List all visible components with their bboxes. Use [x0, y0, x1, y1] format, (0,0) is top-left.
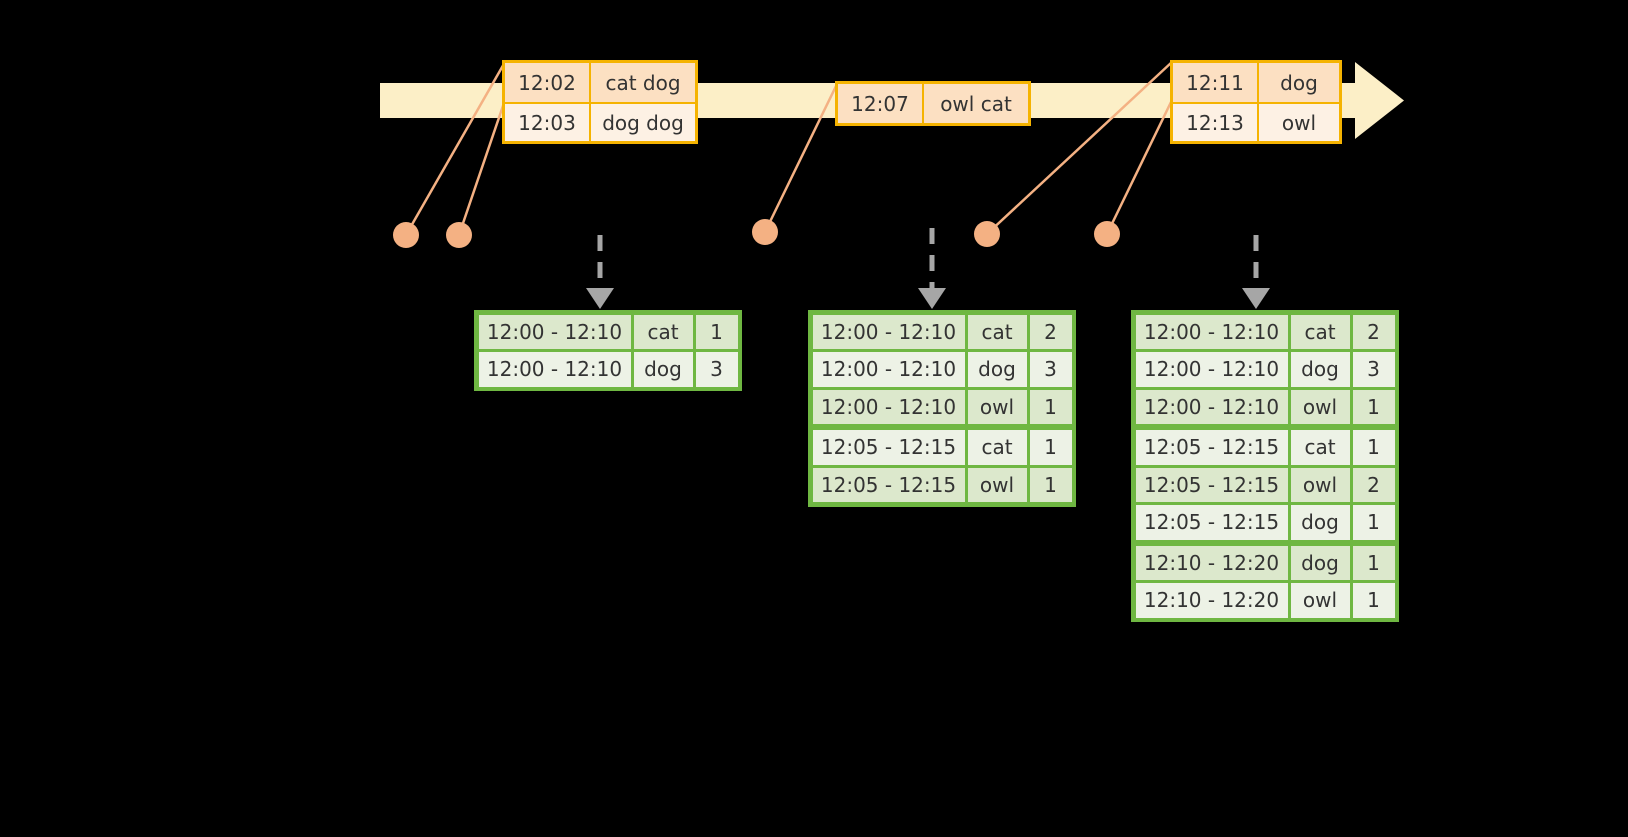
connector-line-2	[457, 99, 507, 236]
cell-window: 12:00 - 12:10	[812, 314, 965, 349]
cell-count: 2	[1352, 467, 1395, 502]
cell-count: 1	[1352, 430, 1395, 465]
cell-count: 3	[1029, 352, 1072, 387]
window-group-separator	[1134, 541, 1396, 544]
cell-window: 12:00 - 12:10	[812, 352, 965, 387]
cell-window: 12:05 - 12:15	[1135, 467, 1288, 502]
emit-arrow-3-head	[1242, 288, 1270, 309]
cell-window: 12:05 - 12:15	[812, 430, 965, 465]
event-row: 12:03 dog dog	[505, 102, 695, 141]
cell-key: cat	[967, 314, 1027, 349]
event-time: 12:13	[1173, 104, 1259, 141]
cell-window: 12:00 - 12:10	[1135, 389, 1288, 424]
event-markers	[393, 219, 1120, 248]
cell-window: 12:00 - 12:10	[478, 352, 631, 387]
cell-window: 12:10 - 12:20	[1135, 545, 1288, 580]
event-marker-5-dot	[1094, 221, 1120, 247]
cell-key: dog	[967, 352, 1027, 387]
event-row: 12:13 owl	[1173, 102, 1339, 141]
event-value: owl	[1259, 104, 1339, 141]
cell-key: owl	[1290, 467, 1350, 502]
event-row: 12:07 owl cat	[838, 84, 1028, 123]
window-group-separator	[1134, 425, 1396, 429]
cell-count: 1	[1029, 389, 1072, 424]
cell-key: dog	[1290, 545, 1350, 580]
event-value: dog dog	[591, 104, 695, 141]
event-marker-2-dot	[446, 222, 472, 248]
cell-count: 1	[1352, 505, 1395, 540]
event-value: cat dog	[591, 63, 695, 102]
emit-arrow-2-head	[918, 288, 946, 309]
cell-key: owl	[1290, 389, 1350, 424]
cell-window: 12:10 - 12:20	[1135, 583, 1288, 618]
connector-line-3	[763, 81, 840, 233]
cell-window: 12:00 - 12:10	[478, 314, 631, 349]
event-marker-3-dot	[752, 219, 778, 245]
emit-arrow-1-head	[586, 288, 614, 309]
event-time: 12:07	[838, 84, 924, 123]
cell-window: 12:00 - 12:10	[1135, 314, 1288, 349]
cell-key: owl	[967, 389, 1027, 424]
emit-arrowheads	[586, 288, 1270, 309]
cell-count: 1	[1352, 389, 1395, 424]
cell-key: cat	[1290, 314, 1350, 349]
cell-window: 12:00 - 12:10	[1135, 352, 1288, 387]
cell-window: 12:05 - 12:15	[1135, 430, 1288, 465]
event-time: 12:03	[505, 104, 591, 141]
cell-key: cat	[967, 430, 1027, 465]
cell-key: dog	[1290, 505, 1350, 540]
cell-window: 12:05 - 12:15	[1135, 505, 1288, 540]
cell-count: 1	[1352, 545, 1395, 580]
cell-key: dog	[1290, 352, 1350, 387]
cell-key: owl	[1290, 583, 1350, 618]
cell-window: 12:00 - 12:10	[812, 389, 965, 424]
connector-line-5	[1105, 99, 1174, 235]
event-time: 12:02	[505, 63, 591, 102]
window-group-separator	[811, 425, 1073, 429]
event-row: 12:02 cat dog	[505, 63, 695, 102]
event-box-3: 12:11 dog 12:13 owl	[1170, 60, 1342, 144]
cell-window: 12:05 - 12:15	[812, 467, 965, 502]
cell-key: cat	[1290, 430, 1350, 465]
cell-count: 3	[1352, 352, 1395, 387]
event-marker-4-dot	[974, 221, 1000, 247]
cell-count: 2	[1029, 314, 1072, 349]
cell-count: 1	[1352, 583, 1395, 618]
event-value: dog	[1259, 63, 1339, 102]
cell-key: owl	[967, 467, 1027, 502]
event-value: owl cat	[924, 84, 1028, 123]
event-box-2: 12:07 owl cat	[835, 81, 1031, 126]
cell-count: 3	[695, 352, 738, 387]
event-time: 12:11	[1173, 63, 1259, 102]
connector-line-1	[404, 61, 507, 236]
cell-count: 1	[1029, 467, 1072, 502]
cell-key: cat	[633, 314, 693, 349]
event-row: 12:11 dog	[1173, 63, 1339, 102]
emit-arrows	[597, 228, 1259, 288]
cell-count: 1	[1029, 430, 1072, 465]
cell-count: 1	[695, 314, 738, 349]
cell-key: dog	[633, 352, 693, 387]
cell-count: 2	[1352, 314, 1395, 349]
event-box-1: 12:02 cat dog 12:03 dog dog	[502, 60, 698, 144]
event-marker-1-dot	[393, 222, 419, 248]
